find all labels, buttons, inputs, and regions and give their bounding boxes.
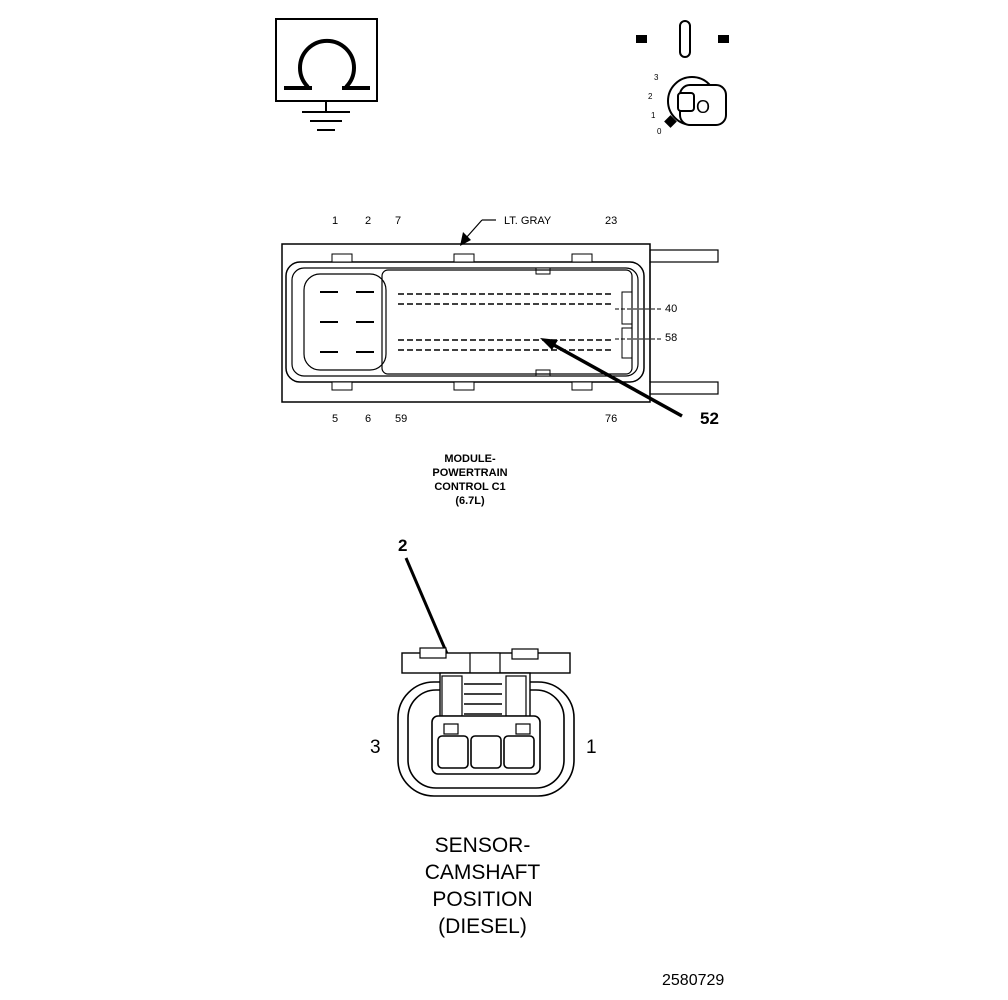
ignition-position-1: 1 — [651, 111, 656, 120]
sensor-connector-drawing — [397, 557, 575, 797]
module-pin-label-7: 7 — [395, 215, 402, 227]
module-connector-drawing — [281, 219, 719, 418]
module-pin-label-6: 6 — [365, 413, 372, 425]
ignition-position-0: 0 — [657, 127, 662, 136]
module-pin-label-1: 1 — [332, 215, 339, 227]
figure-number: 2580729 — [662, 972, 725, 989]
module-pin-label-76: 76 — [605, 413, 618, 425]
sensor-pin-label-3: 3 — [370, 737, 381, 758]
module-title: MODULE- POWERTRAIN CONTROL C1 (6.7L) — [432, 453, 508, 507]
ignition-position-3: 3 — [654, 73, 659, 82]
sensor-pin-label-1: 1 — [586, 737, 597, 758]
module-pin-label-2: 2 — [365, 215, 372, 227]
module-pin-label-5: 5 — [332, 413, 339, 425]
module-callout-pin-52: 52 — [700, 409, 719, 428]
module-pin-label-40: 40 — [665, 303, 678, 315]
module-pin-label-23: 23 — [605, 215, 618, 227]
connector-color-label: LT. GRAY — [504, 215, 552, 227]
module-pin-label-59: 59 — [395, 413, 408, 425]
sensor-callout-pin-2: 2 — [398, 536, 408, 555]
ground-omega-icon — [275, 18, 378, 131]
ignition-position-2: 2 — [648, 92, 653, 101]
key-label: O — [696, 97, 711, 117]
module-pin-label-58: 58 — [665, 332, 678, 344]
ignition-key-switch-icon — [636, 20, 729, 128]
sensor-title: SENSOR- CAMSHAFT POSITION (DIESEL) — [424, 834, 541, 938]
